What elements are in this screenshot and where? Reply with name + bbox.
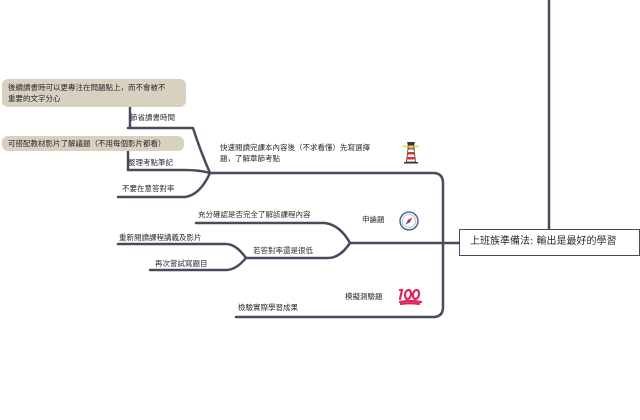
branch2-fan-2 (244, 241, 352, 260)
hundred-points-icon (398, 288, 423, 305)
child-organize-notes[interactable]: 整理考點筆記 (128, 158, 173, 167)
branch-fast-read[interactable]: 快速閱讀完課本內容後（不求看懂）先寫選擇 題，了解章節考點 (220, 142, 370, 164)
child-low-score[interactable]: 若答對率還是很低 (253, 246, 313, 255)
branch1-connector (208, 171, 445, 245)
branch-fast-read-line2: 題，了解章節考點 (220, 154, 280, 163)
branch-fast-read-line1: 快速閱讀完課本內容後（不求看懂）先寫選擇 (220, 143, 370, 152)
branch-mock-exam[interactable]: 模擬測驗題 (345, 292, 383, 301)
branch1-fan-1 (126, 126, 212, 175)
compass-icon (399, 211, 419, 231)
branch-essay[interactable]: 申論題 (362, 215, 385, 224)
lighthouse-icon (402, 142, 420, 164)
branch1-fan-2 (126, 168, 212, 175)
child-retry-questions[interactable]: 再次嘗試寫題目 (155, 259, 208, 268)
child-verify-results[interactable]: 檢驗實際學習成果 (238, 303, 298, 312)
child-reread-materials[interactable]: 重新閱讀課程講義及影片 (119, 233, 202, 242)
note-videos: 可搭配教材影片了解議題（不用每個影片都看） (2, 136, 184, 151)
branch2-fan-1 (194, 221, 352, 245)
branch1-fan-3 (116, 171, 212, 199)
root-node[interactable]: 上班族準備法: 輸出是最好的學習 (459, 229, 640, 256)
subfan-1 (116, 242, 248, 260)
branch3-connector (234, 241, 445, 319)
child-ignore-score[interactable]: 不要在意答對率 (122, 184, 175, 193)
subfan-2 (148, 256, 248, 272)
note-focus-line1: 後續讀書時可以更專注在問題點上，而不會被不 (8, 83, 166, 92)
child-save-time[interactable]: 節省讀書時間 (130, 113, 175, 122)
note-focus: 後續讀書時可以更專注在問題點上，而不會被不 重要的文字分心 (2, 79, 186, 107)
note-focus-line2: 重要的文字分心 (8, 94, 61, 103)
child-confirm-understanding[interactable]: 充分確認是否完全了解該課程內容 (198, 210, 311, 219)
